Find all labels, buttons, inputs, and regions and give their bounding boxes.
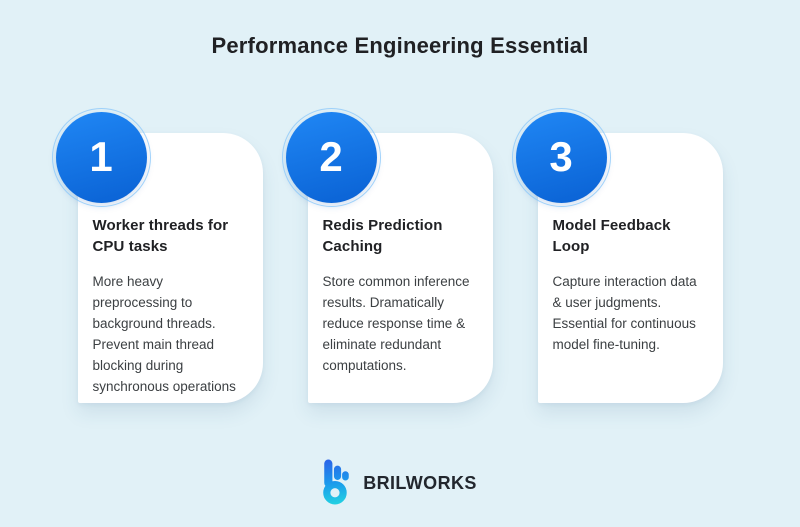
brilworks-b-icon — [323, 459, 349, 505]
brand-name: BRILWORKS — [363, 473, 477, 493]
page-title: Performance Engineering Essential — [211, 33, 589, 58]
step-2-number: 2 — [319, 132, 343, 180]
step-2-badge: 2 — [281, 108, 381, 207]
footer-logo: BRILWORKS — [0, 458, 800, 505]
step-1-badge: 1 — [51, 108, 151, 207]
card-body: Capture interaction data & user judgment… — [552, 274, 697, 352]
card-worker-threads: 1 Worker threads for CPU tasks More heav… — [51, 108, 263, 403]
card-body: Store common inference results. Dramatic… — [322, 274, 470, 373]
card-body: More heavy preprocessing to background t… — [92, 274, 236, 394]
card-heading: Model Feedback Loop — [552, 217, 671, 255]
card-surface: Worker threads for CPU tasks More heavy … — [77, 133, 263, 403]
cards-row: 1 Worker threads for CPU tasks More heav… — [0, 108, 800, 403]
step-1-number: 1 — [89, 132, 113, 180]
card-heading: Redis Prediction Caching — [322, 217, 443, 255]
card-model-feedback: 3 Model Feedback Loop Capture interactio… — [511, 108, 723, 403]
step-3-number: 3 — [549, 132, 573, 180]
card-heading: Worker threads for CPU tasks — [92, 217, 229, 255]
card-redis-caching: 2 Redis Prediction Caching Store common … — [281, 108, 493, 403]
step-3-badge: 3 — [511, 108, 611, 207]
